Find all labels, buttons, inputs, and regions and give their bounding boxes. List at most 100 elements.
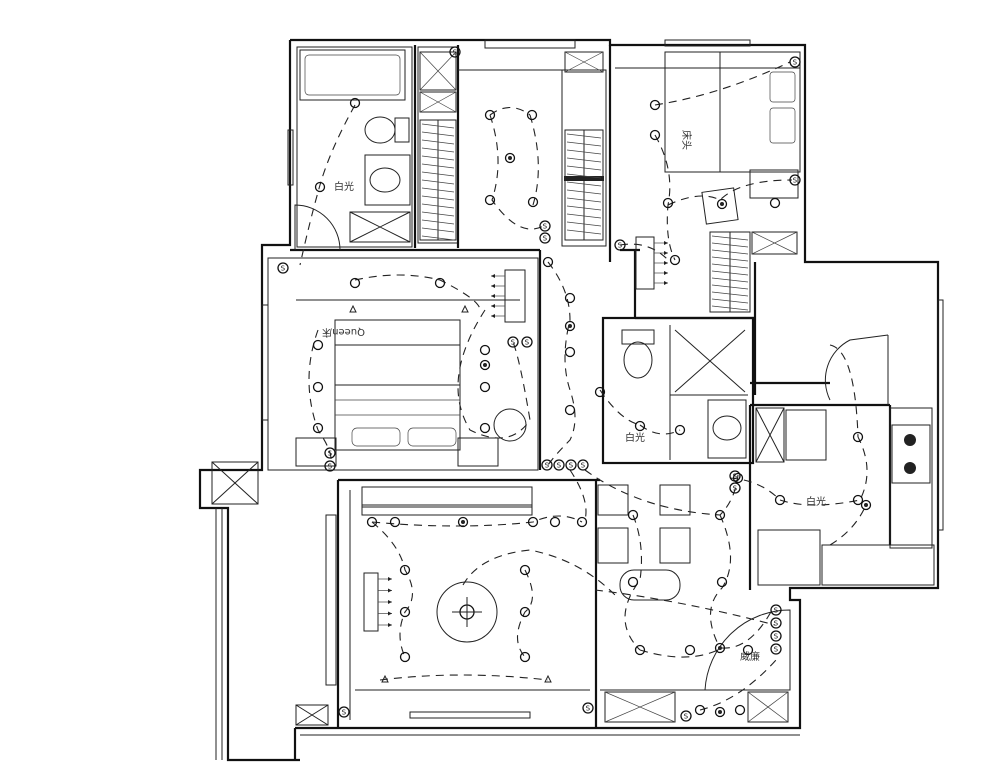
switch-icon: S xyxy=(521,336,533,348)
switch-icon: S xyxy=(449,46,461,58)
ceiling-light xyxy=(594,386,606,398)
switch-icon: S xyxy=(770,604,782,616)
svg-text:S: S xyxy=(543,235,548,243)
svg-text:S: S xyxy=(569,462,574,470)
switch-icon: S xyxy=(789,56,801,68)
ceiling-light xyxy=(549,516,561,528)
ceiling-light xyxy=(634,420,646,432)
svg-text:S: S xyxy=(793,59,798,67)
ceiling-light xyxy=(479,344,491,356)
ceiling-light xyxy=(484,194,496,206)
ceiling-light xyxy=(312,381,324,393)
ceiling-light xyxy=(669,254,681,266)
bed-master: Queen床 xyxy=(295,319,527,467)
ceiling-light xyxy=(564,346,576,358)
ceiling-light xyxy=(576,516,588,528)
ceiling-light xyxy=(399,651,411,663)
closet-hangers xyxy=(421,123,749,311)
bed-label-top-right: 床头 xyxy=(680,130,693,150)
ceiling-light xyxy=(526,109,538,121)
ceiling-light xyxy=(366,516,378,528)
label-kitchen: 白光 xyxy=(806,495,826,508)
ceiling-light xyxy=(479,381,491,393)
switch-icon: S xyxy=(565,459,577,471)
ceiling-light xyxy=(684,644,696,656)
switch-icon: S xyxy=(614,239,626,251)
switch-icon: S xyxy=(729,482,741,494)
switch-icon: S xyxy=(338,706,350,718)
ceiling-light xyxy=(732,472,744,484)
ceiling-light xyxy=(674,424,686,436)
switch-icon: S xyxy=(541,459,553,471)
svg-text:S: S xyxy=(525,339,530,347)
switch-icon: S xyxy=(789,174,801,186)
svg-text:S: S xyxy=(618,242,623,250)
ceiling-light xyxy=(349,277,361,289)
ceiling-light xyxy=(349,97,361,109)
switch-icon: S xyxy=(277,262,289,274)
downlight-icon xyxy=(564,320,576,332)
ceiling-light xyxy=(312,422,324,434)
switch-icon: S xyxy=(680,710,692,722)
bedroom-3-furniture xyxy=(361,504,533,719)
svg-text:S: S xyxy=(328,463,333,471)
svg-text:S: S xyxy=(733,473,738,481)
ceiling-light xyxy=(399,564,411,576)
chandelier-icon xyxy=(436,581,498,643)
ceiling-light xyxy=(564,292,576,304)
switch-icon: S xyxy=(539,220,551,232)
ceiling-light xyxy=(634,644,646,656)
led-driver-icon xyxy=(491,269,526,323)
ceiling-light xyxy=(694,704,706,716)
ceiling-light xyxy=(769,197,781,209)
svg-text:S: S xyxy=(281,265,286,273)
ceiling-light xyxy=(649,129,661,141)
led-driver-icon xyxy=(363,572,392,632)
svg-text:S: S xyxy=(328,450,333,458)
svg-text:S: S xyxy=(774,633,779,641)
svg-text:S: S xyxy=(793,177,798,185)
ceiling-light xyxy=(527,196,539,208)
svg-text:S: S xyxy=(774,646,779,654)
svg-text:S: S xyxy=(557,462,562,470)
svg-text:S: S xyxy=(342,709,347,717)
switch-icon: S xyxy=(770,643,782,655)
downlight-icon xyxy=(714,642,726,654)
switch-icon: S xyxy=(582,702,594,714)
ceiling-light xyxy=(564,404,576,416)
switch-icon: S xyxy=(729,470,741,482)
ceiling-light xyxy=(716,576,728,588)
label-bath1: 白光 xyxy=(334,180,354,193)
svg-text:S: S xyxy=(453,49,458,57)
svg-text:S: S xyxy=(733,485,738,493)
ceiling-lights xyxy=(312,97,864,716)
switch-icon: S xyxy=(553,459,565,471)
ceiling-light xyxy=(852,494,864,506)
doors xyxy=(294,204,889,691)
label-bath2: 白光 xyxy=(625,431,645,444)
svg-text:S: S xyxy=(511,339,516,347)
svg-text:S: S xyxy=(581,462,586,470)
ceiling-light xyxy=(774,494,786,506)
svg-text:S: S xyxy=(543,223,548,231)
downlight-icon xyxy=(457,516,469,528)
ceiling-light xyxy=(479,422,491,434)
bath2-fixtures xyxy=(621,329,785,463)
svg-text:S: S xyxy=(774,620,779,628)
switch-icon: S xyxy=(324,460,336,472)
led-boxes xyxy=(363,236,668,632)
kitchen-counter xyxy=(757,407,933,586)
closet-left xyxy=(419,51,457,241)
ceiling-light xyxy=(519,651,531,663)
ceiling-light xyxy=(312,339,324,351)
spot-lights xyxy=(457,152,872,718)
switch-icon: S xyxy=(539,232,551,244)
bathtub xyxy=(299,49,406,101)
downlight-icon xyxy=(714,706,726,718)
switch-icon: S xyxy=(770,630,782,642)
label-living: 威廉 xyxy=(740,650,760,663)
svg-text:S: S xyxy=(586,705,591,713)
downlight-icon xyxy=(716,198,728,210)
